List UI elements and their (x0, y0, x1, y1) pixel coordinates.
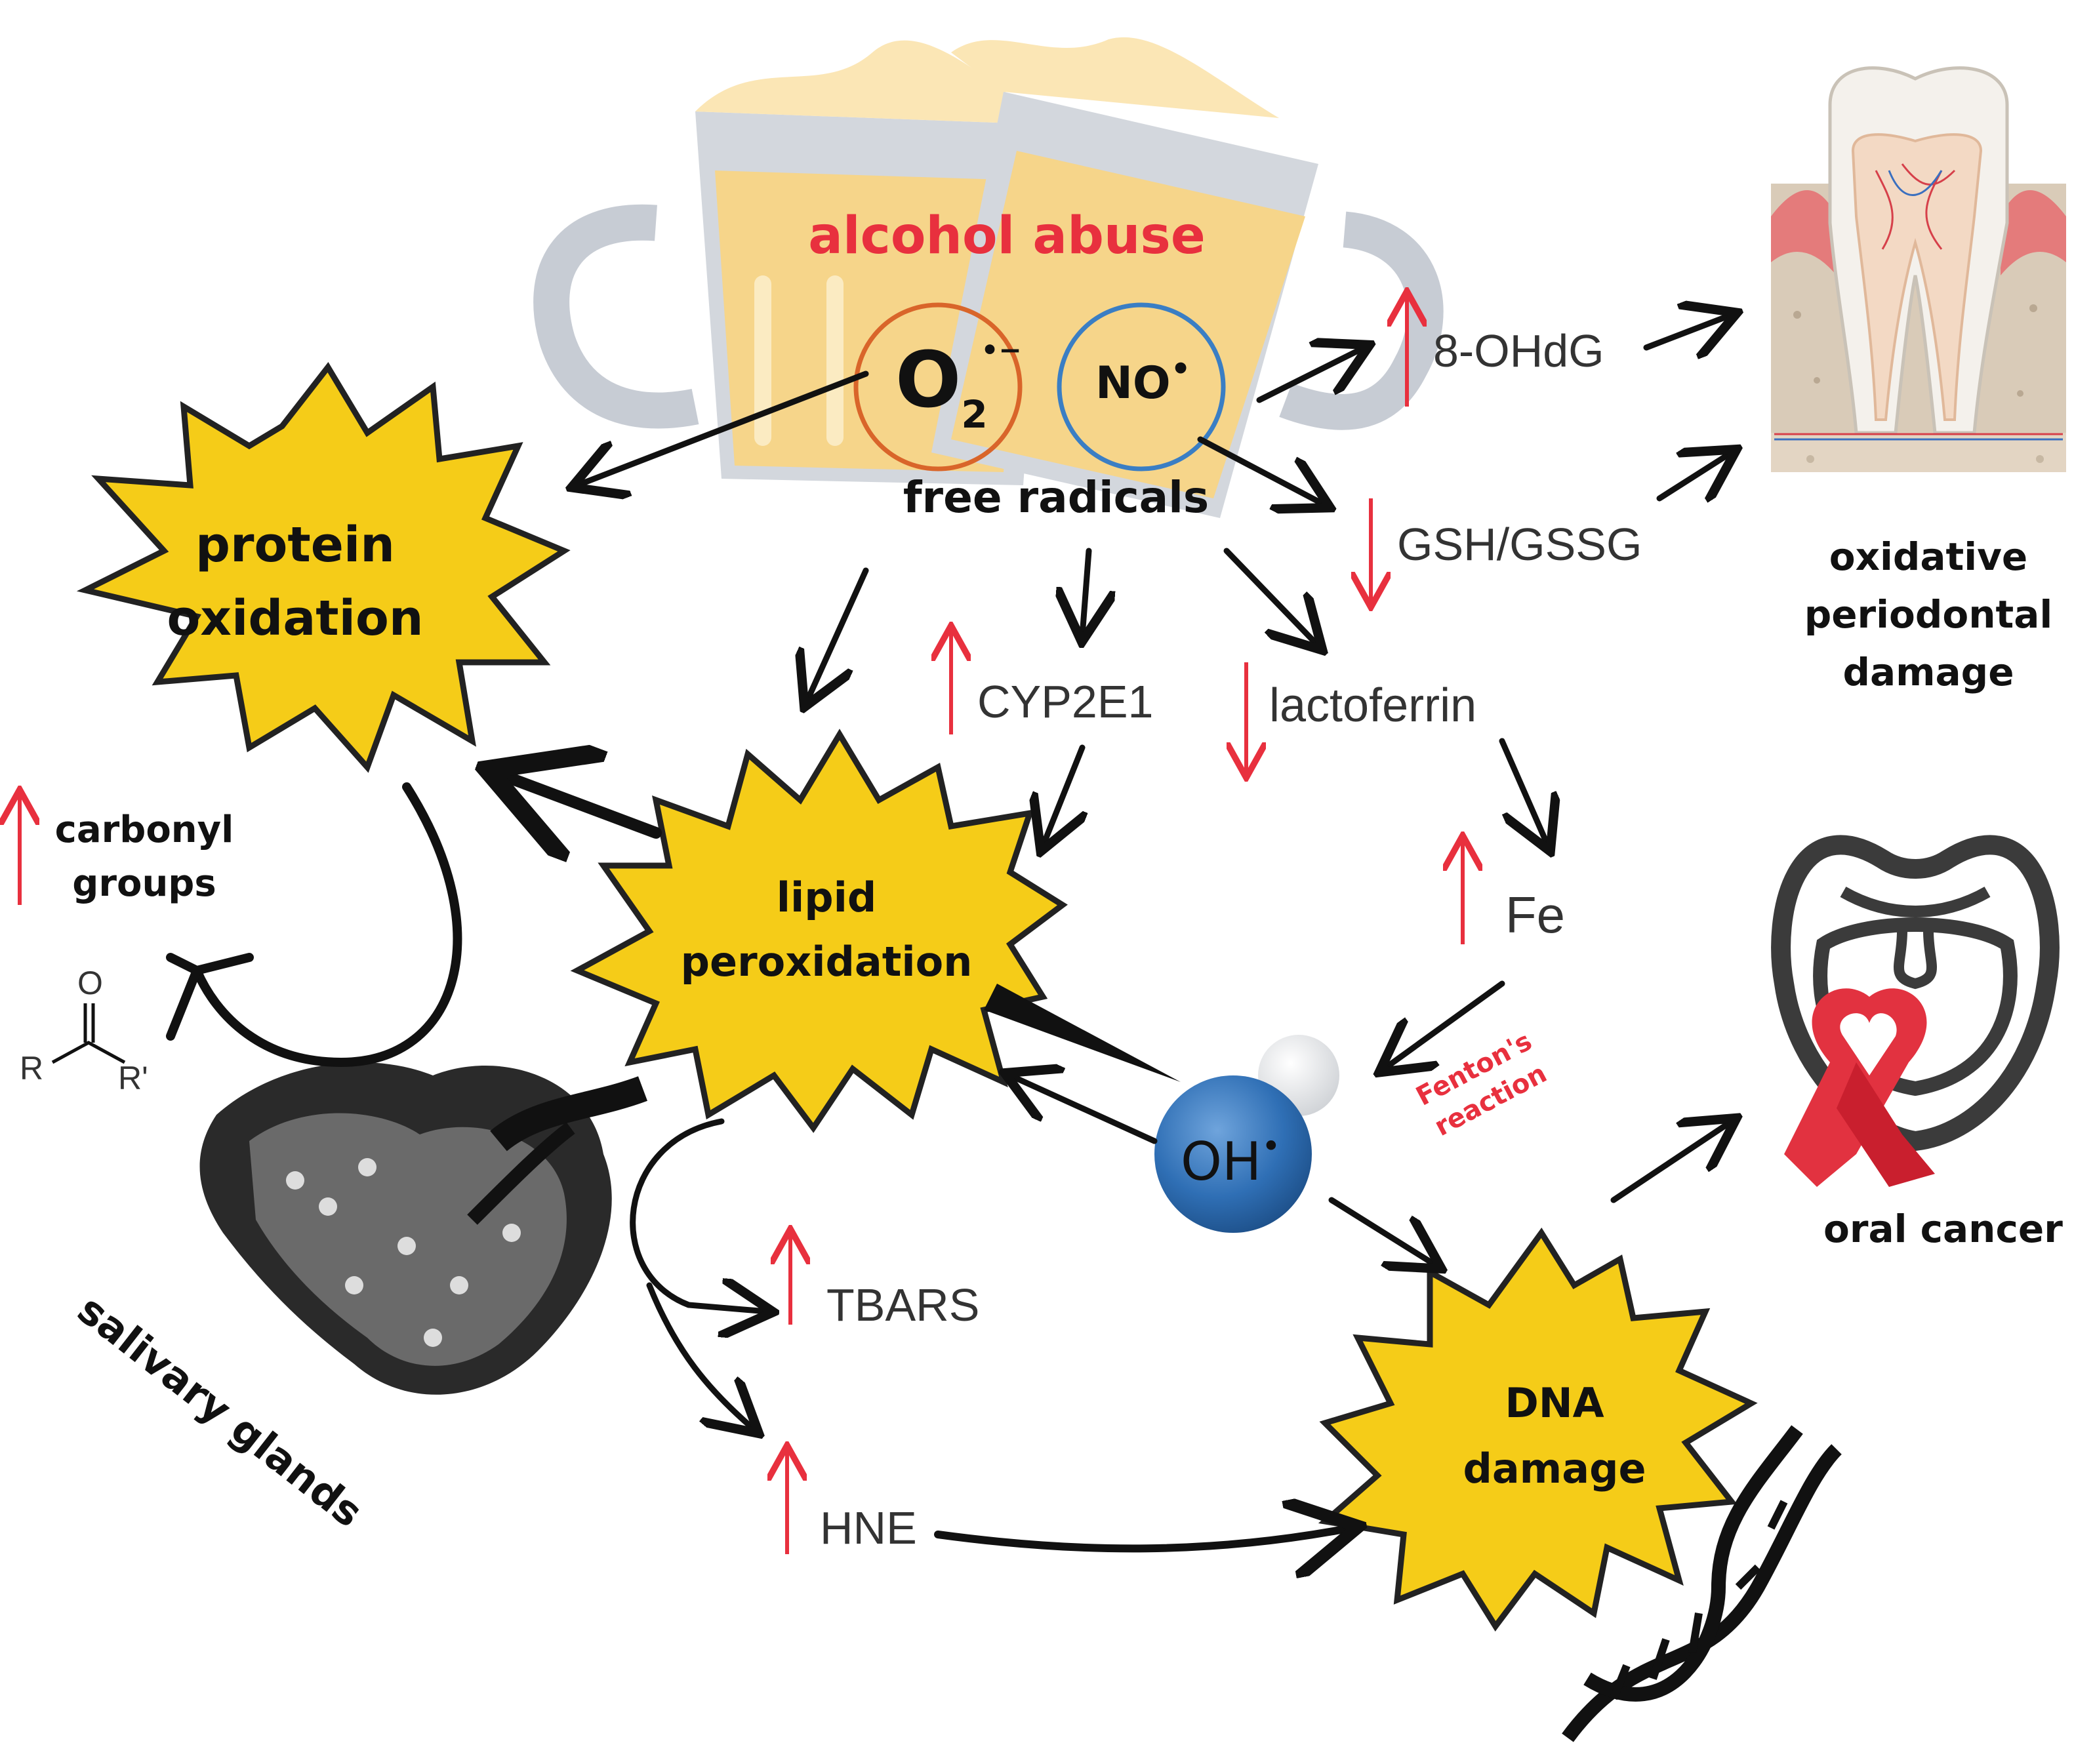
oh-label: OH• (1181, 1127, 1281, 1192)
arrow-oh-to-lipid (1010, 1075, 1158, 1144)
arrow-hne-to-dna (934, 1528, 1351, 1548)
o2-sup: •− (981, 334, 1022, 366)
periodontal-line3: damage (1842, 650, 2014, 694)
periodontal-line2: periodontal (1804, 592, 2053, 637)
arrow-cyp-to-lipid (1043, 744, 1082, 846)
arrows (166, 315, 1732, 1548)
lipid-line1: lipid (776, 873, 877, 921)
arrow-8ohdg-to-tooth (1643, 315, 1732, 348)
carbonyl-structure (51, 1003, 126, 1064)
arrow-o2-to-protein (577, 371, 869, 485)
arrow-dna-to-cancer (1610, 1121, 1732, 1203)
tooth-icon (1771, 66, 2066, 472)
fe-label: Fe (1505, 886, 1566, 944)
oral-cancer-label: oral cancer (1823, 1207, 2063, 1251)
arrow-gsh-to-tooth (1656, 452, 1732, 498)
arrow-fr-to-lipid (807, 567, 869, 702)
no-main: NO (1095, 357, 1171, 409)
periodontal-damage-label: oxidative periodontal damage (1771, 528, 2074, 701)
dna-helix-icon (1562, 1425, 1842, 1742)
arrow-no-to-gsh (1197, 436, 1325, 505)
no-label: NO• (1095, 351, 1190, 409)
tbars-label: TBARS (826, 1279, 980, 1331)
protein-oxidation-burst (76, 362, 571, 773)
awareness-ribbon-icon (1784, 988, 1935, 1187)
arrow-fr-to-lactoferrin (1223, 548, 1318, 646)
dna-damage-label: DNA damage (1417, 1371, 1692, 1502)
lactoferrin-label: lactoferrin (1269, 679, 1477, 732)
superoxide-circle (853, 302, 1023, 471)
lipid-peroxidation-burst (570, 729, 1068, 1133)
arrow-fe-to-oh (1384, 980, 1505, 1069)
arrow-oh-to-dna (1328, 1197, 1436, 1266)
free-radicals-label: free radicals (903, 472, 1210, 523)
o2-label: O2 •− (895, 334, 1028, 437)
dna-line2: damage (1463, 1445, 1646, 1493)
arrow-lactoferrin-to-fe (1499, 738, 1548, 846)
arrow-fr-to-cyp (1082, 548, 1089, 636)
arrow-lipid-to-tbars (630, 1118, 767, 1312)
protein-line1: protein (195, 517, 395, 573)
nitric-oxide-circle (1057, 302, 1226, 471)
carbonyl-r-prime: R' (118, 1060, 148, 1096)
carbonyl-oxygen: O (77, 965, 103, 1001)
arrow-protein-to-carbonyl (192, 782, 462, 1068)
dna-damage-burst (1318, 1227, 1758, 1632)
o2-main: O (895, 334, 962, 425)
salivary-gland-icon (199, 1062, 648, 1395)
title-alcohol-abuse: alcohol abuse (808, 207, 1206, 266)
arrow-no-to-8ohdg (1256, 348, 1364, 403)
beer-mugs-icon (533, 37, 1444, 518)
periodontal-line1: oxidative (1829, 534, 2028, 579)
oh-main: OH (1181, 1131, 1262, 1192)
arrow-lipid-to-protein (498, 774, 662, 833)
8ohdg-label: 8-OHdG (1433, 325, 1604, 376)
carbonyl-r: R (20, 1050, 44, 1087)
hydroxyl-molecule-icon (1154, 1035, 1339, 1233)
protein-oxidation-label: protein oxidation (138, 508, 453, 655)
lipid-wedge (984, 984, 1181, 1082)
lipid-peroxidation-label: lipid peroxidation (656, 866, 997, 994)
carbonyl-line2: groups (72, 862, 216, 905)
hne-label: HNE (820, 1502, 917, 1554)
no-sup: • (1170, 351, 1191, 388)
protein-line2: oxidation (167, 590, 424, 647)
dna-line1: DNA (1505, 1379, 1604, 1427)
lipid-line2: peroxidation (680, 938, 973, 986)
o2-sub: 2 (961, 392, 988, 437)
gsh-gssg-label: GSH/GSSG (1397, 519, 1642, 570)
carbonyl-line1: carbonyl (54, 809, 234, 851)
oh-sup: • (1261, 1127, 1281, 1165)
red-arrows (20, 295, 1463, 1554)
carbonyl-groups-label: carbonyl groups (46, 803, 243, 911)
cyp2e1-label: CYP2E1 (977, 676, 1154, 727)
arrow-lipid-to-hne (646, 1282, 754, 1430)
